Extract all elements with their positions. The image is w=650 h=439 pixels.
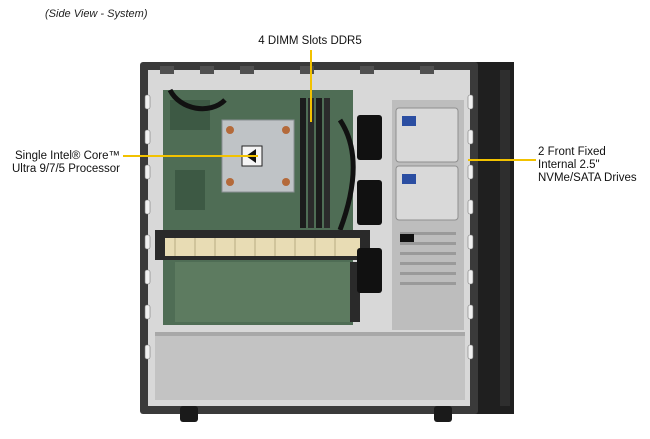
cpu-leader-line [123,155,258,157]
drives-callout-line2: Internal 2.5" [538,159,600,171]
drives-callout: 2 Front Fixed Internal 2.5" NVMe/SATA Dr… [538,146,648,185]
caption: (Side View - System) [45,8,148,20]
cpu-callout: Single Intel® Core™ Ultra 9/7/5 Processo… [0,150,120,176]
drives-callout-line1: 2 Front Fixed [538,146,606,158]
drives-callout-line3: NVMe/SATA Drives [538,172,637,184]
dimm-leader-line [310,50,312,122]
cpu-callout-line1: Single Intel® Core™ [15,150,120,162]
drives-leader-line [468,159,536,161]
psu-shroud [155,332,465,400]
dimm-slots [300,98,330,228]
dimm-callout: 4 DIMM Slots DDR5 [248,35,372,48]
dimm-callout-text: 4 DIMM Slots DDR5 [258,35,362,47]
cpu-callout-line2: Ultra 9/7/5 Processor [11,163,120,175]
